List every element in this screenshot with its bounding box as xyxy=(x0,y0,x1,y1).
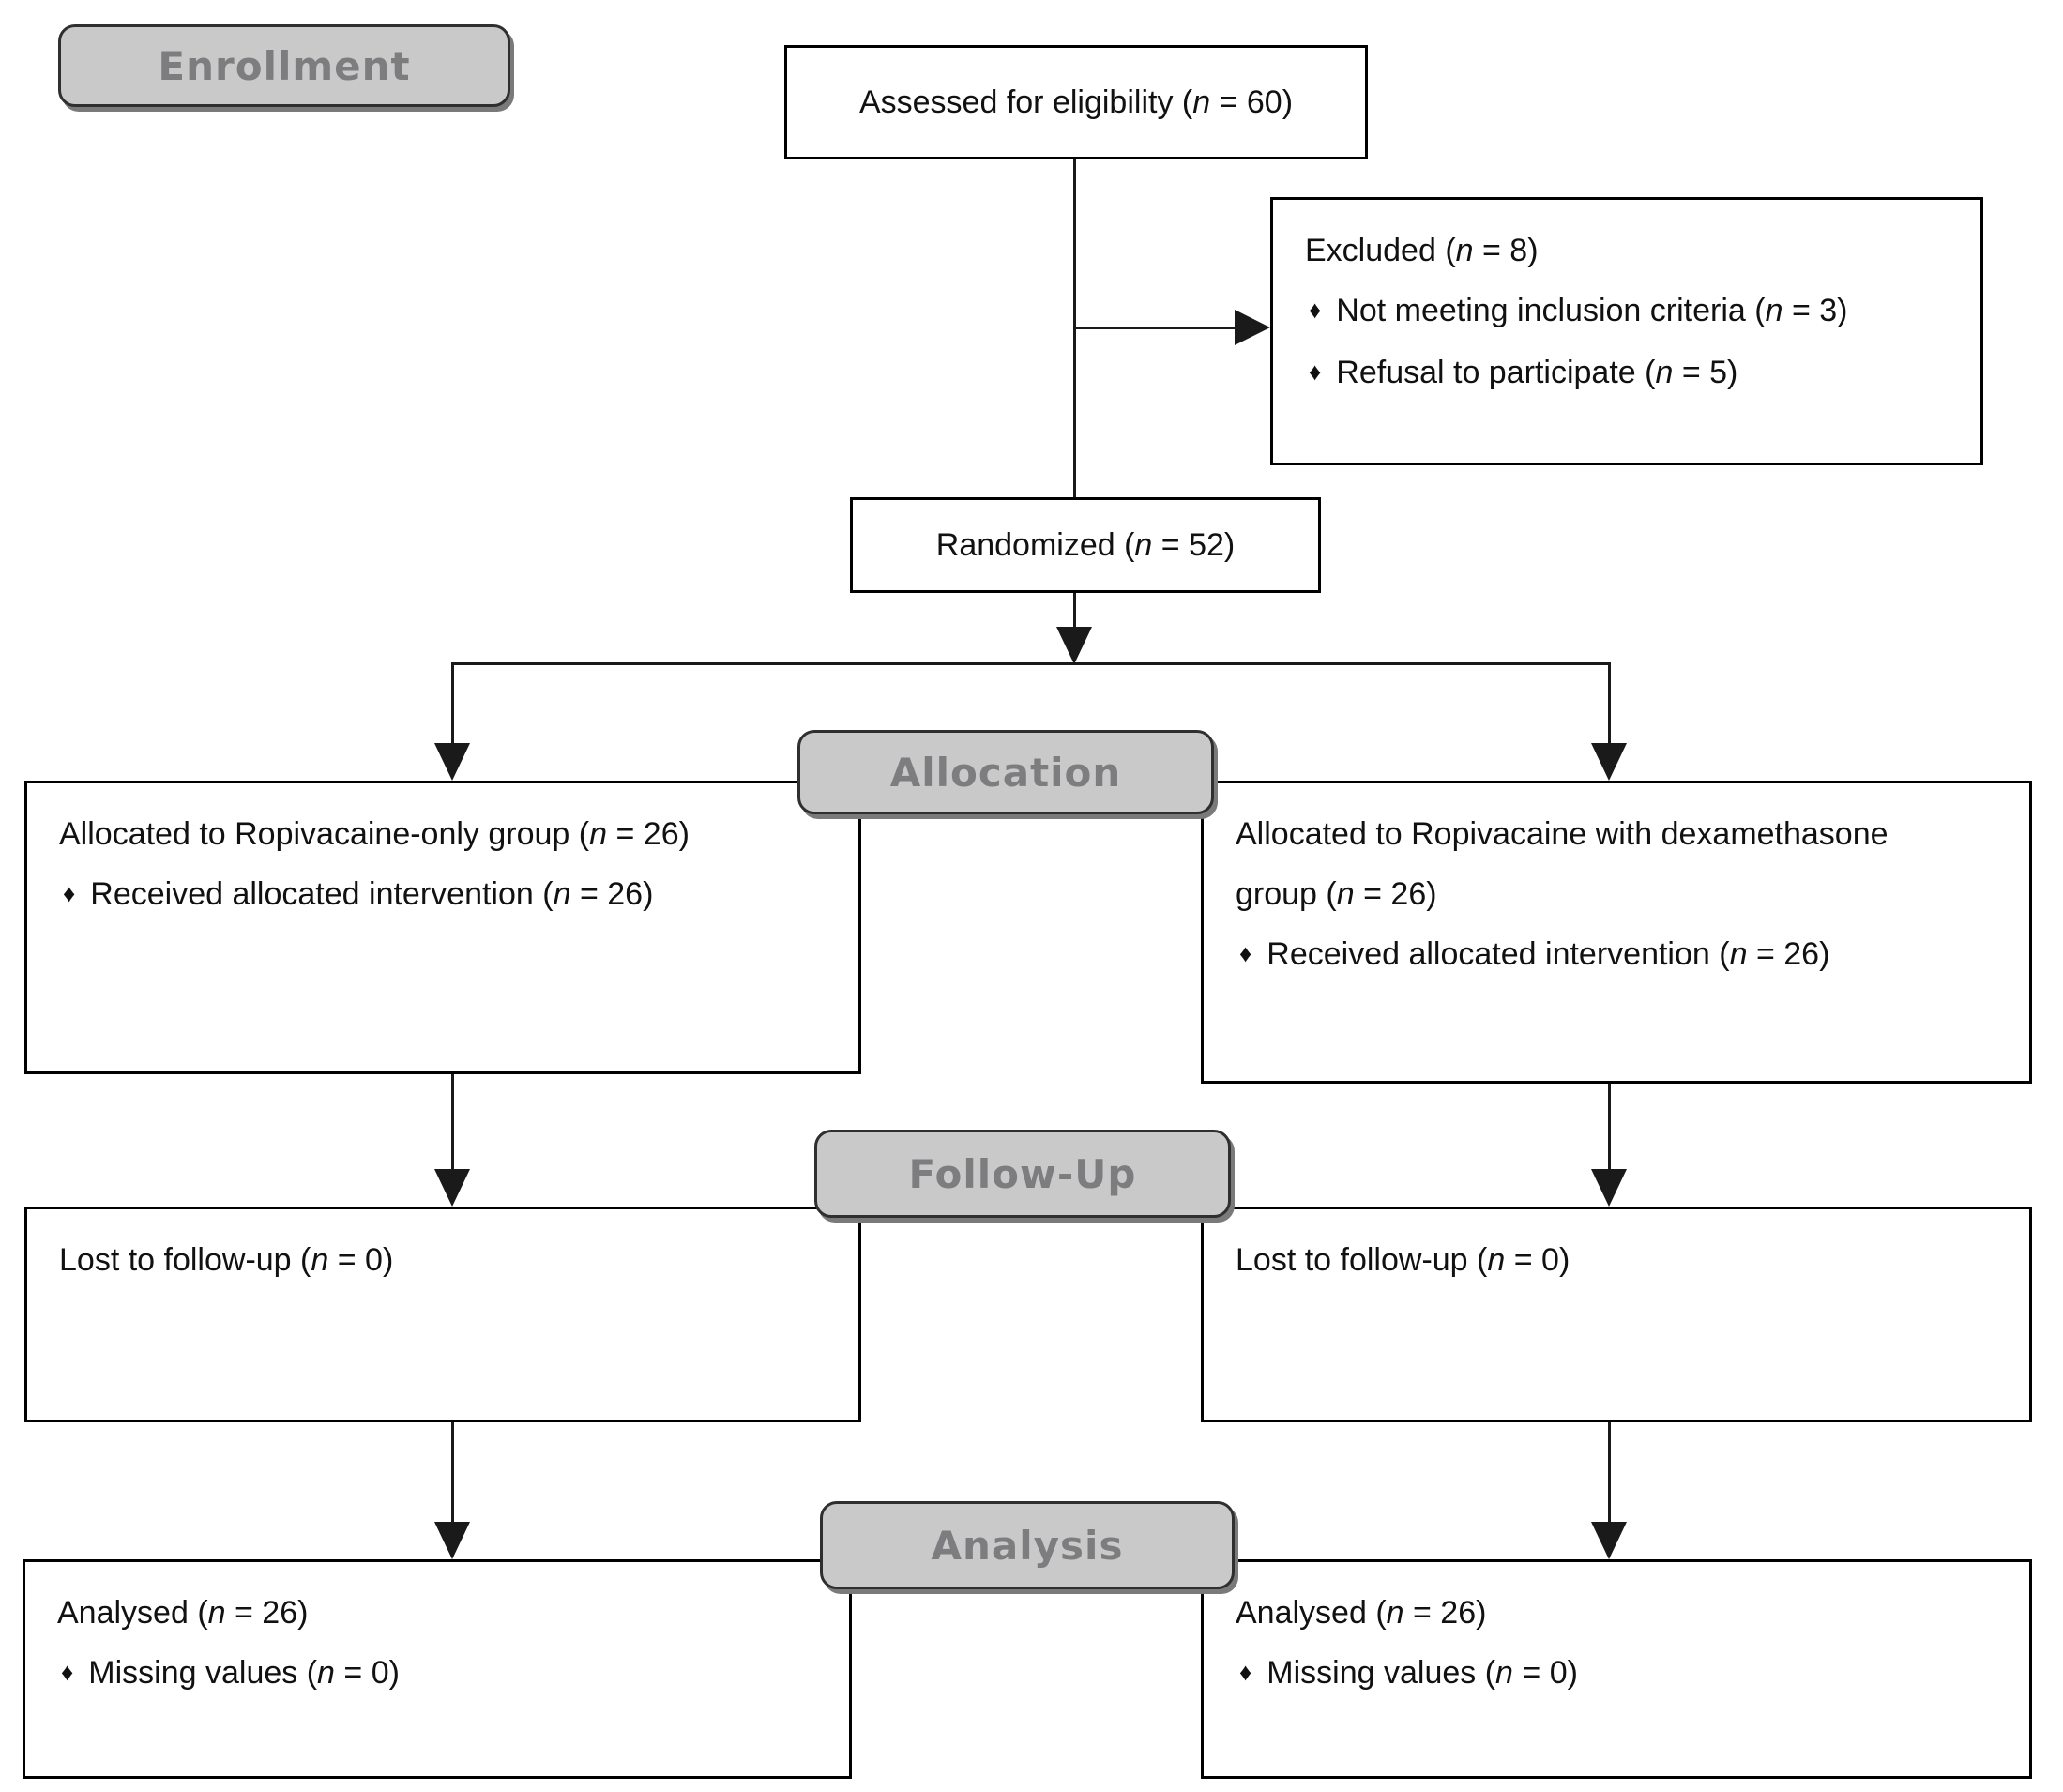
an-left-title: Analysed (n = 26) xyxy=(57,1595,309,1631)
alloc-right-bullet: ♦ Received allocated intervention (n = 2… xyxy=(1236,924,1964,986)
bullet-text: Missing values (n = 0) xyxy=(88,1655,400,1691)
bullet-text: Not meeting inclusion criteria (n = 3) xyxy=(1336,293,1848,328)
alloc-right-title: Allocated to Ropivacaine with dexamethas… xyxy=(1236,816,1889,912)
stage-allocation: Allocation xyxy=(797,730,1214,814)
an-left-bullet: ♦ Missing values (n = 0) xyxy=(57,1643,817,1705)
box-allocation-ropivacaine-only: Allocated to Ropivacaine-only group (n =… xyxy=(24,781,861,1074)
box-followup-right: Lost to follow-up (n = 0) xyxy=(1201,1207,2032,1422)
box-randomized: Randomized (n = 52) xyxy=(850,497,1321,593)
box-analysis-left: Analysed (n = 26) ♦ Missing values (n = … xyxy=(23,1559,852,1779)
stage-enrollment: Enrollment xyxy=(58,24,510,107)
randomized-text: Randomized (n = 52) xyxy=(935,527,1236,563)
an-right-title: Analysed (n = 26) xyxy=(1236,1595,1487,1631)
alloc-left-bullet: ♦ Received allocated intervention (n = 2… xyxy=(59,864,827,926)
arrowhead-alloc-right-icon xyxy=(1591,743,1627,781)
arrowhead-split-icon xyxy=(1056,627,1092,664)
bullet-text: Received allocated intervention (n = 26) xyxy=(1267,936,1830,972)
excluded-bullet-2: ♦ Refusal to participate (n = 5) xyxy=(1305,342,1949,404)
arrowhead-alloc-left-icon xyxy=(434,743,470,781)
diamond-bullet-icon: ♦ xyxy=(1309,357,1322,386)
stage-followup: Follow-Up xyxy=(814,1130,1231,1218)
split-line xyxy=(451,662,1611,665)
excluded-bullet-1: ♦ Not meeting inclusion criteria (n = 3) xyxy=(1305,281,1949,342)
assessed-text: Assessed for eligibility (n = 60) xyxy=(858,84,1294,120)
connector-to-excluded xyxy=(1073,327,1235,329)
arrowhead-excluded-icon xyxy=(1235,310,1270,345)
diamond-bullet-icon: ♦ xyxy=(1309,296,1322,324)
bullet-text: Refusal to participate (n = 5) xyxy=(1336,355,1738,390)
an-right-bullet: ♦ Missing values (n = 0) xyxy=(1236,1643,1997,1705)
connector-split-to-alloc-right xyxy=(1608,662,1611,745)
arrowhead-fu-left-icon xyxy=(434,1169,470,1207)
arrowhead-an-left-icon xyxy=(434,1522,470,1559)
diamond-bullet-icon: ♦ xyxy=(1239,939,1252,967)
connector-randomized-to-split xyxy=(1073,593,1076,629)
box-assessed-eligibility: Assessed for eligibility (n = 60) xyxy=(784,45,1368,159)
box-followup-left: Lost to follow-up (n = 0) xyxy=(24,1207,861,1422)
excluded-title: Excluded (n = 8) xyxy=(1305,233,1539,268)
bullet-text: Received allocated intervention (n = 26) xyxy=(90,876,654,912)
stage-analysis: Analysis xyxy=(820,1501,1235,1589)
connector-alloc-to-fu-left xyxy=(451,1074,454,1170)
box-excluded: Excluded (n = 8) ♦ Not meeting inclusion… xyxy=(1270,197,1983,465)
connector-alloc-to-fu-right xyxy=(1608,1084,1611,1170)
connector-fu-to-an-right xyxy=(1608,1422,1611,1523)
box-allocation-ropivacaine-dexamethasone: Allocated to Ropivacaine with dexamethas… xyxy=(1201,781,2032,1084)
diamond-bullet-icon: ♦ xyxy=(61,1658,74,1686)
fu-right-title: Lost to follow-up (n = 0) xyxy=(1236,1242,1570,1278)
connector-fu-to-an-left xyxy=(451,1422,454,1523)
connector-split-to-alloc-left xyxy=(451,662,454,745)
diamond-bullet-icon: ♦ xyxy=(1239,1658,1252,1686)
arrowhead-an-right-icon xyxy=(1591,1522,1627,1559)
bullet-text: Missing values (n = 0) xyxy=(1267,1655,1578,1691)
arrowhead-fu-right-icon xyxy=(1591,1169,1627,1207)
alloc-left-title: Allocated to Ropivacaine-only group (n =… xyxy=(59,816,690,852)
diamond-bullet-icon: ♦ xyxy=(63,879,76,907)
box-analysis-right: Analysed (n = 26) ♦ Missing values (n = … xyxy=(1201,1559,2032,1779)
fu-left-title: Lost to follow-up (n = 0) xyxy=(59,1242,394,1278)
